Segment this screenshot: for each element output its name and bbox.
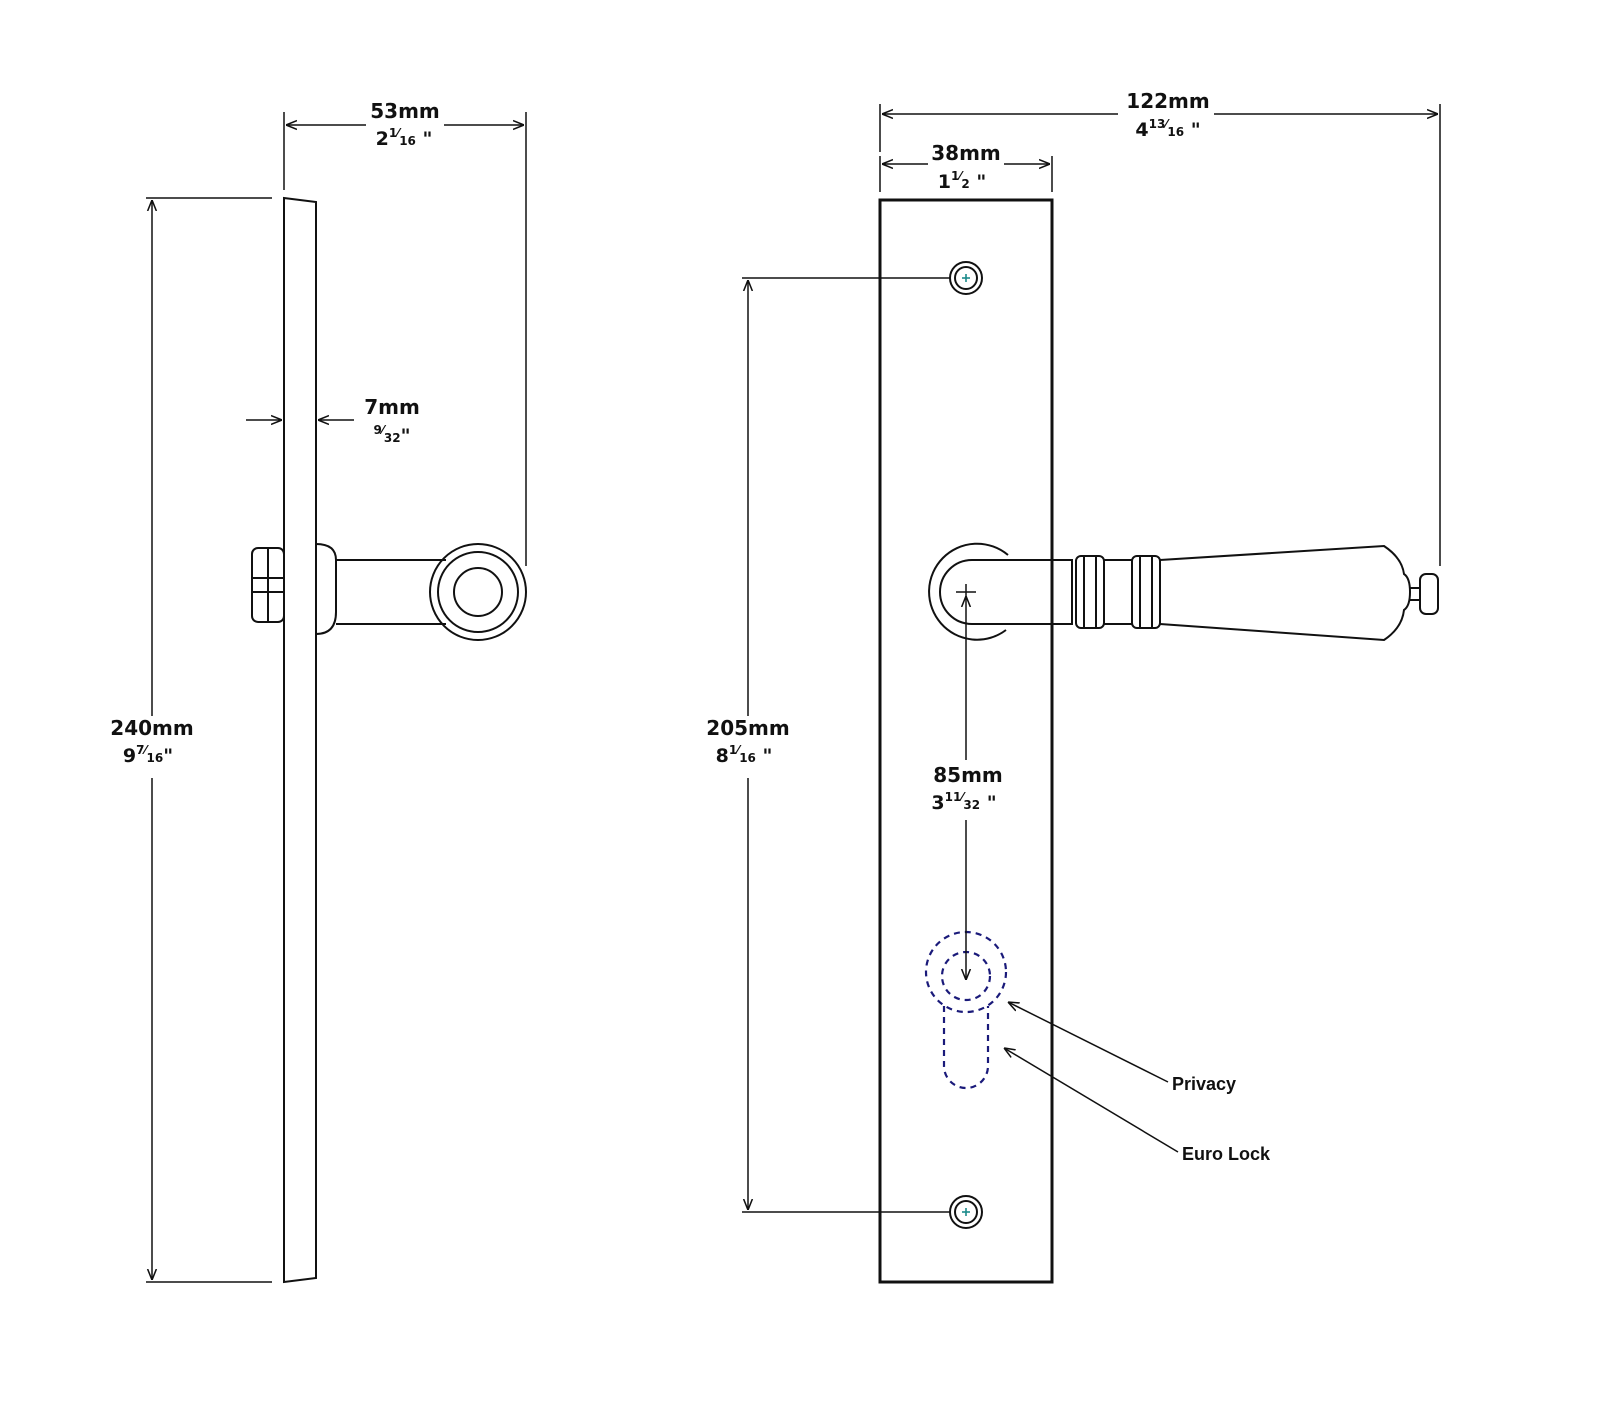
- dim-projection-inch: 21⁄16 ": [376, 126, 433, 150]
- front-view: 85mm 311⁄32 " 205mm 81⁄16 " 38mm 11⁄2 ": [706, 89, 1441, 1284]
- dim-thickness-mm: 7mm: [364, 395, 420, 419]
- dim-fixing-centres-mm: 205mm: [706, 716, 789, 740]
- front-backplate: [878, 198, 1054, 1284]
- callout-euro-lock: Euro Lock: [1004, 1048, 1271, 1164]
- dim-total-width: 122mm 413⁄16 ": [879, 89, 1441, 566]
- side-rose: [315, 543, 337, 635]
- dim-thickness: 7mm 9⁄32": [246, 395, 420, 447]
- callout-privacy-label: Privacy: [1172, 1074, 1236, 1094]
- dim-plate-width: 38mm 11⁄2 ": [879, 141, 1053, 193]
- dim-lever-to-lock-inch: 311⁄32 ": [931, 790, 996, 814]
- top-screw: [949, 261, 983, 295]
- dim-plate-width-mm: 38mm: [931, 141, 1001, 165]
- callout-privacy: Privacy: [1008, 1002, 1236, 1094]
- dim-fixing-centres-inch: 81⁄16 ": [716, 743, 773, 767]
- dim-height-mm: 240mm: [110, 716, 193, 740]
- side-view: 240mm 97⁄16" 53mm 21⁄16 " 7mm 9⁄32": [110, 99, 527, 1284]
- front-lever: [928, 542, 1439, 642]
- dim-thickness-inch: 9⁄32": [374, 423, 411, 447]
- callout-euro-lock-label: Euro Lock: [1182, 1144, 1271, 1164]
- dim-projection: 53mm 21⁄16 ": [283, 99, 527, 566]
- dim-height: 240mm 97⁄16": [110, 197, 272, 1283]
- side-lever: [336, 543, 527, 641]
- side-backplate: [283, 196, 317, 1284]
- dim-lever-to-lock: 85mm 311⁄32 ": [931, 596, 1003, 980]
- bottom-screw: [949, 1195, 983, 1229]
- side-spindle: [251, 547, 285, 623]
- dim-total-width-inch: 413⁄16 ": [1135, 117, 1200, 141]
- dim-lever-to-lock-mm: 85mm: [933, 763, 1003, 787]
- dim-fixing-centres: 205mm 81⁄16 ": [706, 277, 950, 1213]
- dim-plate-width-inch: 11⁄2 ": [938, 169, 987, 193]
- dim-height-inch: 97⁄16": [123, 743, 173, 767]
- dim-total-width-mm: 122mm: [1126, 89, 1209, 113]
- dim-projection-mm: 53mm: [370, 99, 440, 123]
